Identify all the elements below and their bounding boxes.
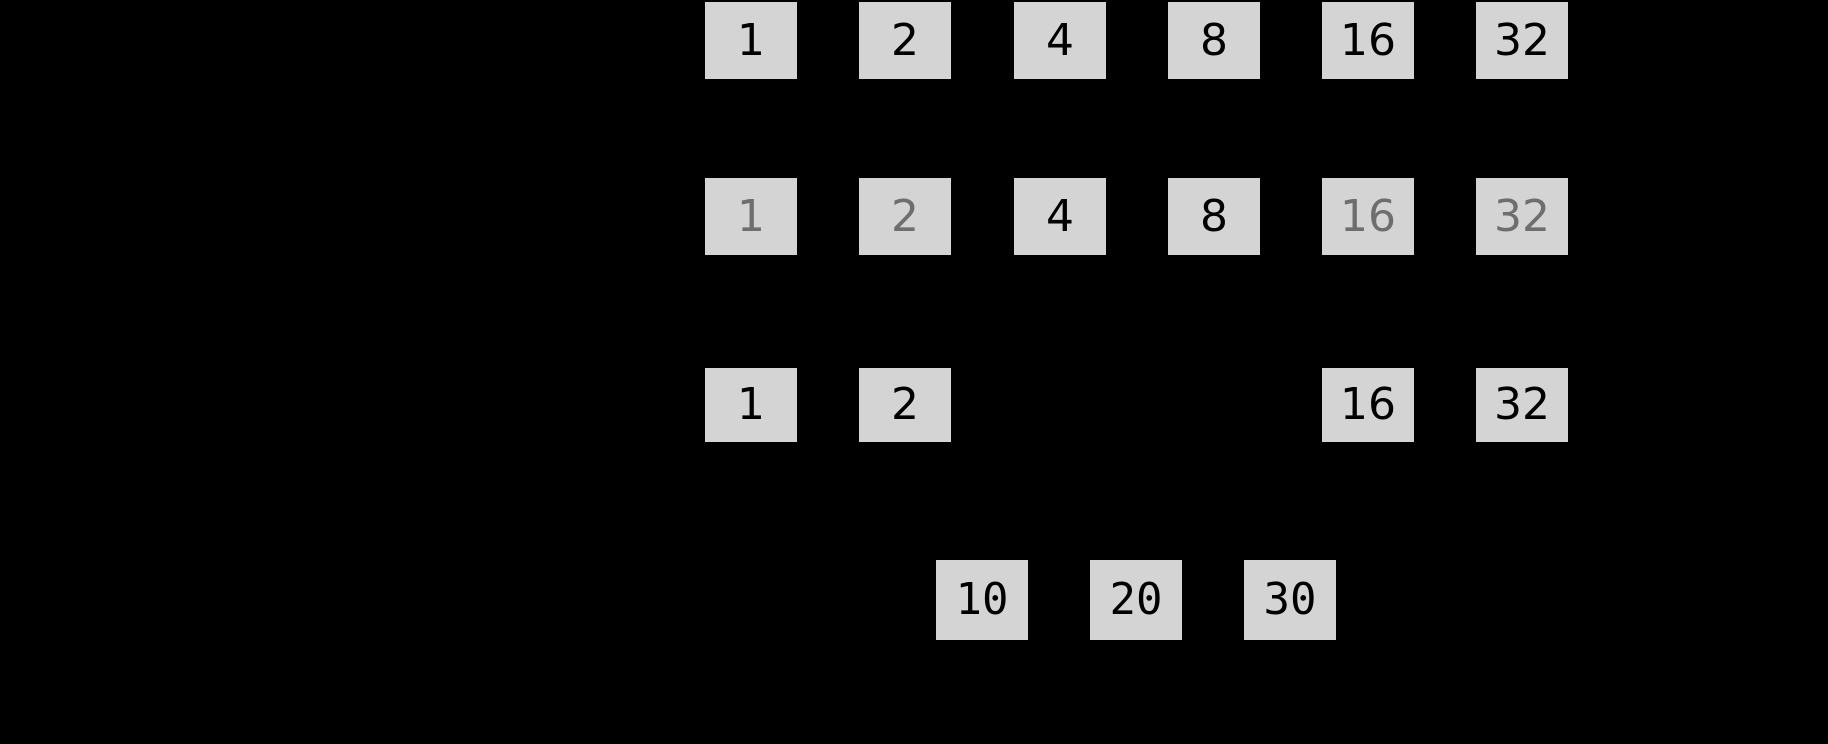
grid-cell[interactable]: 1 — [705, 178, 797, 255]
grid-cell[interactable]: 20 — [1090, 560, 1182, 640]
grid-cell-label: 32 — [1494, 14, 1550, 66]
grid-cell-label: 32 — [1494, 379, 1550, 430]
row-powers-of-two-active: 1 2 4 8 16 32 — [0, 2, 1828, 79]
grid-cell-label: 16 — [1340, 379, 1396, 430]
grid-cell[interactable]: 32 — [1476, 178, 1568, 255]
grid-cell-label: 16 — [1340, 14, 1396, 66]
grid-cell-label: 2 — [891, 190, 919, 242]
row-tens-mono: 10 20 30 — [0, 560, 1828, 640]
grid-cell[interactable]: 4 — [1014, 178, 1106, 255]
grid-cell[interactable]: 1 — [705, 2, 797, 79]
grid-cell[interactable]: 30 — [1244, 560, 1336, 640]
grid-cell-label: 1 — [737, 379, 765, 430]
grid-cell-label: 4 — [1046, 14, 1074, 66]
grid-cell-label: 2 — [891, 14, 919, 66]
grid-cell-label: 2 — [891, 379, 919, 430]
grid-cell[interactable]: 10 — [936, 560, 1028, 640]
grid-cell[interactable]: 2 — [859, 2, 951, 79]
row-powers-of-two-mixed: 1 2 4 8 16 32 — [0, 178, 1828, 255]
grid-cell-label: 4 — [1046, 190, 1074, 242]
grid-cell[interactable]: 32 — [1476, 2, 1568, 79]
grid-cell[interactable]: 8 — [1168, 178, 1260, 255]
grid-cell[interactable]: 16 — [1322, 368, 1414, 442]
grid-cell[interactable]: 16 — [1322, 2, 1414, 79]
grid-cell[interactable]: 4 — [1014, 2, 1106, 79]
grid-cell-label: 1 — [737, 190, 765, 242]
grid-cell[interactable]: 1 — [705, 368, 797, 442]
grid-cell-label: 32 — [1494, 190, 1550, 242]
grid-cell-label: 8 — [1200, 190, 1228, 242]
grid-cell-label: 30 — [1263, 574, 1317, 625]
grid-cell[interactable]: 16 — [1322, 178, 1414, 255]
grid-cell-label: 1 — [737, 14, 765, 66]
grid-cell-label: 20 — [1109, 574, 1163, 625]
grid-cell[interactable]: 2 — [859, 178, 951, 255]
grid-cell-label: 8 — [1200, 14, 1228, 66]
grid-cell[interactable]: 8 — [1168, 2, 1260, 79]
grid-cell[interactable]: 32 — [1476, 368, 1568, 442]
row-powers-of-two-sparse: 1 2 16 32 — [0, 368, 1828, 442]
grid-cell-label: 10 — [955, 574, 1009, 625]
grid-cell-label: 16 — [1340, 190, 1396, 242]
grid-cell[interactable]: 2 — [859, 368, 951, 442]
